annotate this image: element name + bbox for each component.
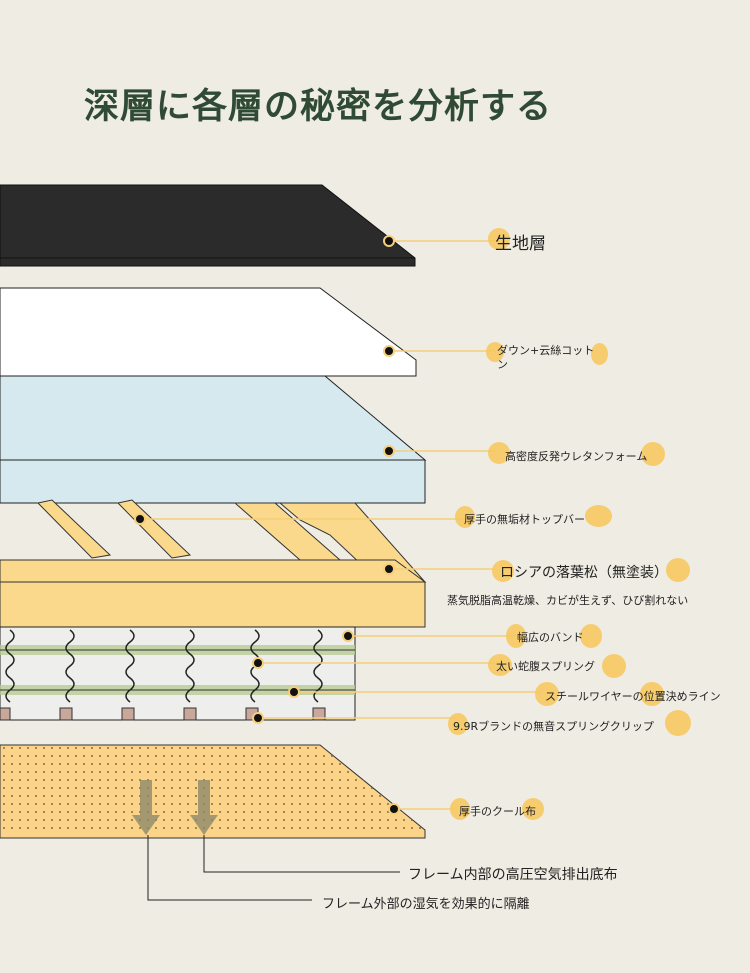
spring-unit [0, 626, 356, 721]
label-spring: 太い蛇腹スプリング [496, 660, 595, 673]
label-wire: スチールワイヤーの位置決めライン [545, 690, 721, 703]
foam-top [0, 375, 427, 461]
marker-dots [134, 235, 400, 815]
label-larch: ロシアの落葉松（無塗装） [500, 565, 668, 581]
label-topbar: 厚手の無垢材トップバー [464, 513, 585, 526]
page-title: 深層に各層の秘密を分析する [84, 87, 553, 127]
foam-front [0, 459, 426, 504]
label-inner-air: フレーム内部の高圧空気排出底布 [408, 867, 618, 883]
airflow-arrows [132, 780, 218, 835]
wood-frame [0, 499, 427, 628]
label-down: ダウン+云絲コットン [497, 344, 595, 371]
spring-coils [5, 629, 323, 703]
label-foam: 高密度反発ウレタンフォーム [505, 450, 648, 463]
label-band: 幅広のバンド [517, 631, 584, 644]
fabric-layer [0, 184, 416, 267]
label-clip: 9.9Rブランドの無音スプリングクリップ [453, 720, 654, 733]
down-layer [0, 287, 417, 377]
label-cool: 厚手のクール布 [459, 805, 536, 818]
label-fabric: 生地層 [495, 234, 546, 254]
label-larch-note: 蒸気脱脂高温乾燥、カビが生えず、ひび割れない [447, 594, 689, 607]
label-outer-moisture: フレーム外部の湿気を効果的に隔離 [322, 897, 530, 912]
